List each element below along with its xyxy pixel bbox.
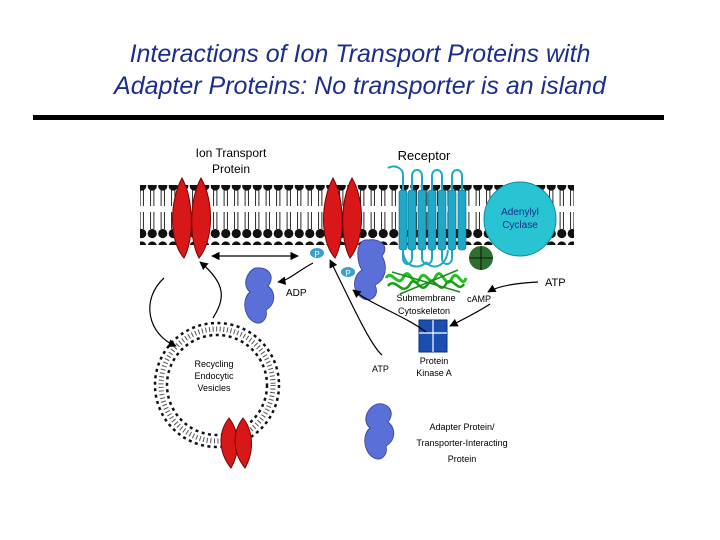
adenylyl-cyclase-label-line-1: Adenylyl <box>501 207 539 218</box>
atp-label-bottom: ATP <box>372 364 389 374</box>
arrow-camp-to-pka <box>450 304 490 326</box>
vesicle-label-line-2: Endocytic <box>194 371 234 381</box>
pka-label-line-1: Protein <box>420 356 449 366</box>
receptor-label: Receptor <box>398 148 451 163</box>
phosphate-tag-2: P <box>341 267 355 278</box>
phosphate-tag-1: P <box>310 248 324 259</box>
vesicle-label-line-3: Vesicles <box>197 383 231 393</box>
phosphate-label-1: P <box>314 250 319 259</box>
submembrane-cytoskeleton <box>386 270 466 294</box>
arrow-vesicle-to-membrane <box>200 262 221 318</box>
arrow-membrane-to-vesicle <box>150 278 176 346</box>
arrow-atp-to-camp <box>488 282 538 292</box>
adapter-protein-legend <box>365 404 394 459</box>
submembrane-label-line-2: Cytoskeleton <box>398 306 450 316</box>
arrow-to-adp <box>278 263 313 282</box>
camp-label: cAMP <box>467 294 491 304</box>
adapter-label-line-1: Adapter Protein/ <box>429 422 495 432</box>
adenylyl-cyclase-label-line-2: Cyclase <box>502 220 538 231</box>
adapter-protein-adp <box>245 268 274 323</box>
pka-label-line-2: Kinase A <box>416 368 452 378</box>
vesicle-label-line-1: Recycling <box>194 359 233 369</box>
adapter-label-line-3: Protein <box>448 454 477 464</box>
phosphate-label-2: P <box>345 269 350 278</box>
protein-kinase-a <box>419 320 447 352</box>
g-protein <box>469 246 493 270</box>
adenylyl-cyclase: Adenylyl Cyclase <box>484 182 556 256</box>
ion-transport-protein-label-line-2: Protein <box>212 162 250 176</box>
adapter-label-line-2: Transporter-Interacting <box>416 438 507 448</box>
atp-label-right: ATP <box>545 277 566 289</box>
adp-label: ADP <box>286 288 307 299</box>
submembrane-label-line-1: Submembrane <box>396 293 455 303</box>
ion-transport-protein-label-line-1: Ion Transport <box>196 146 267 160</box>
adapter-protein-membrane <box>355 240 386 300</box>
